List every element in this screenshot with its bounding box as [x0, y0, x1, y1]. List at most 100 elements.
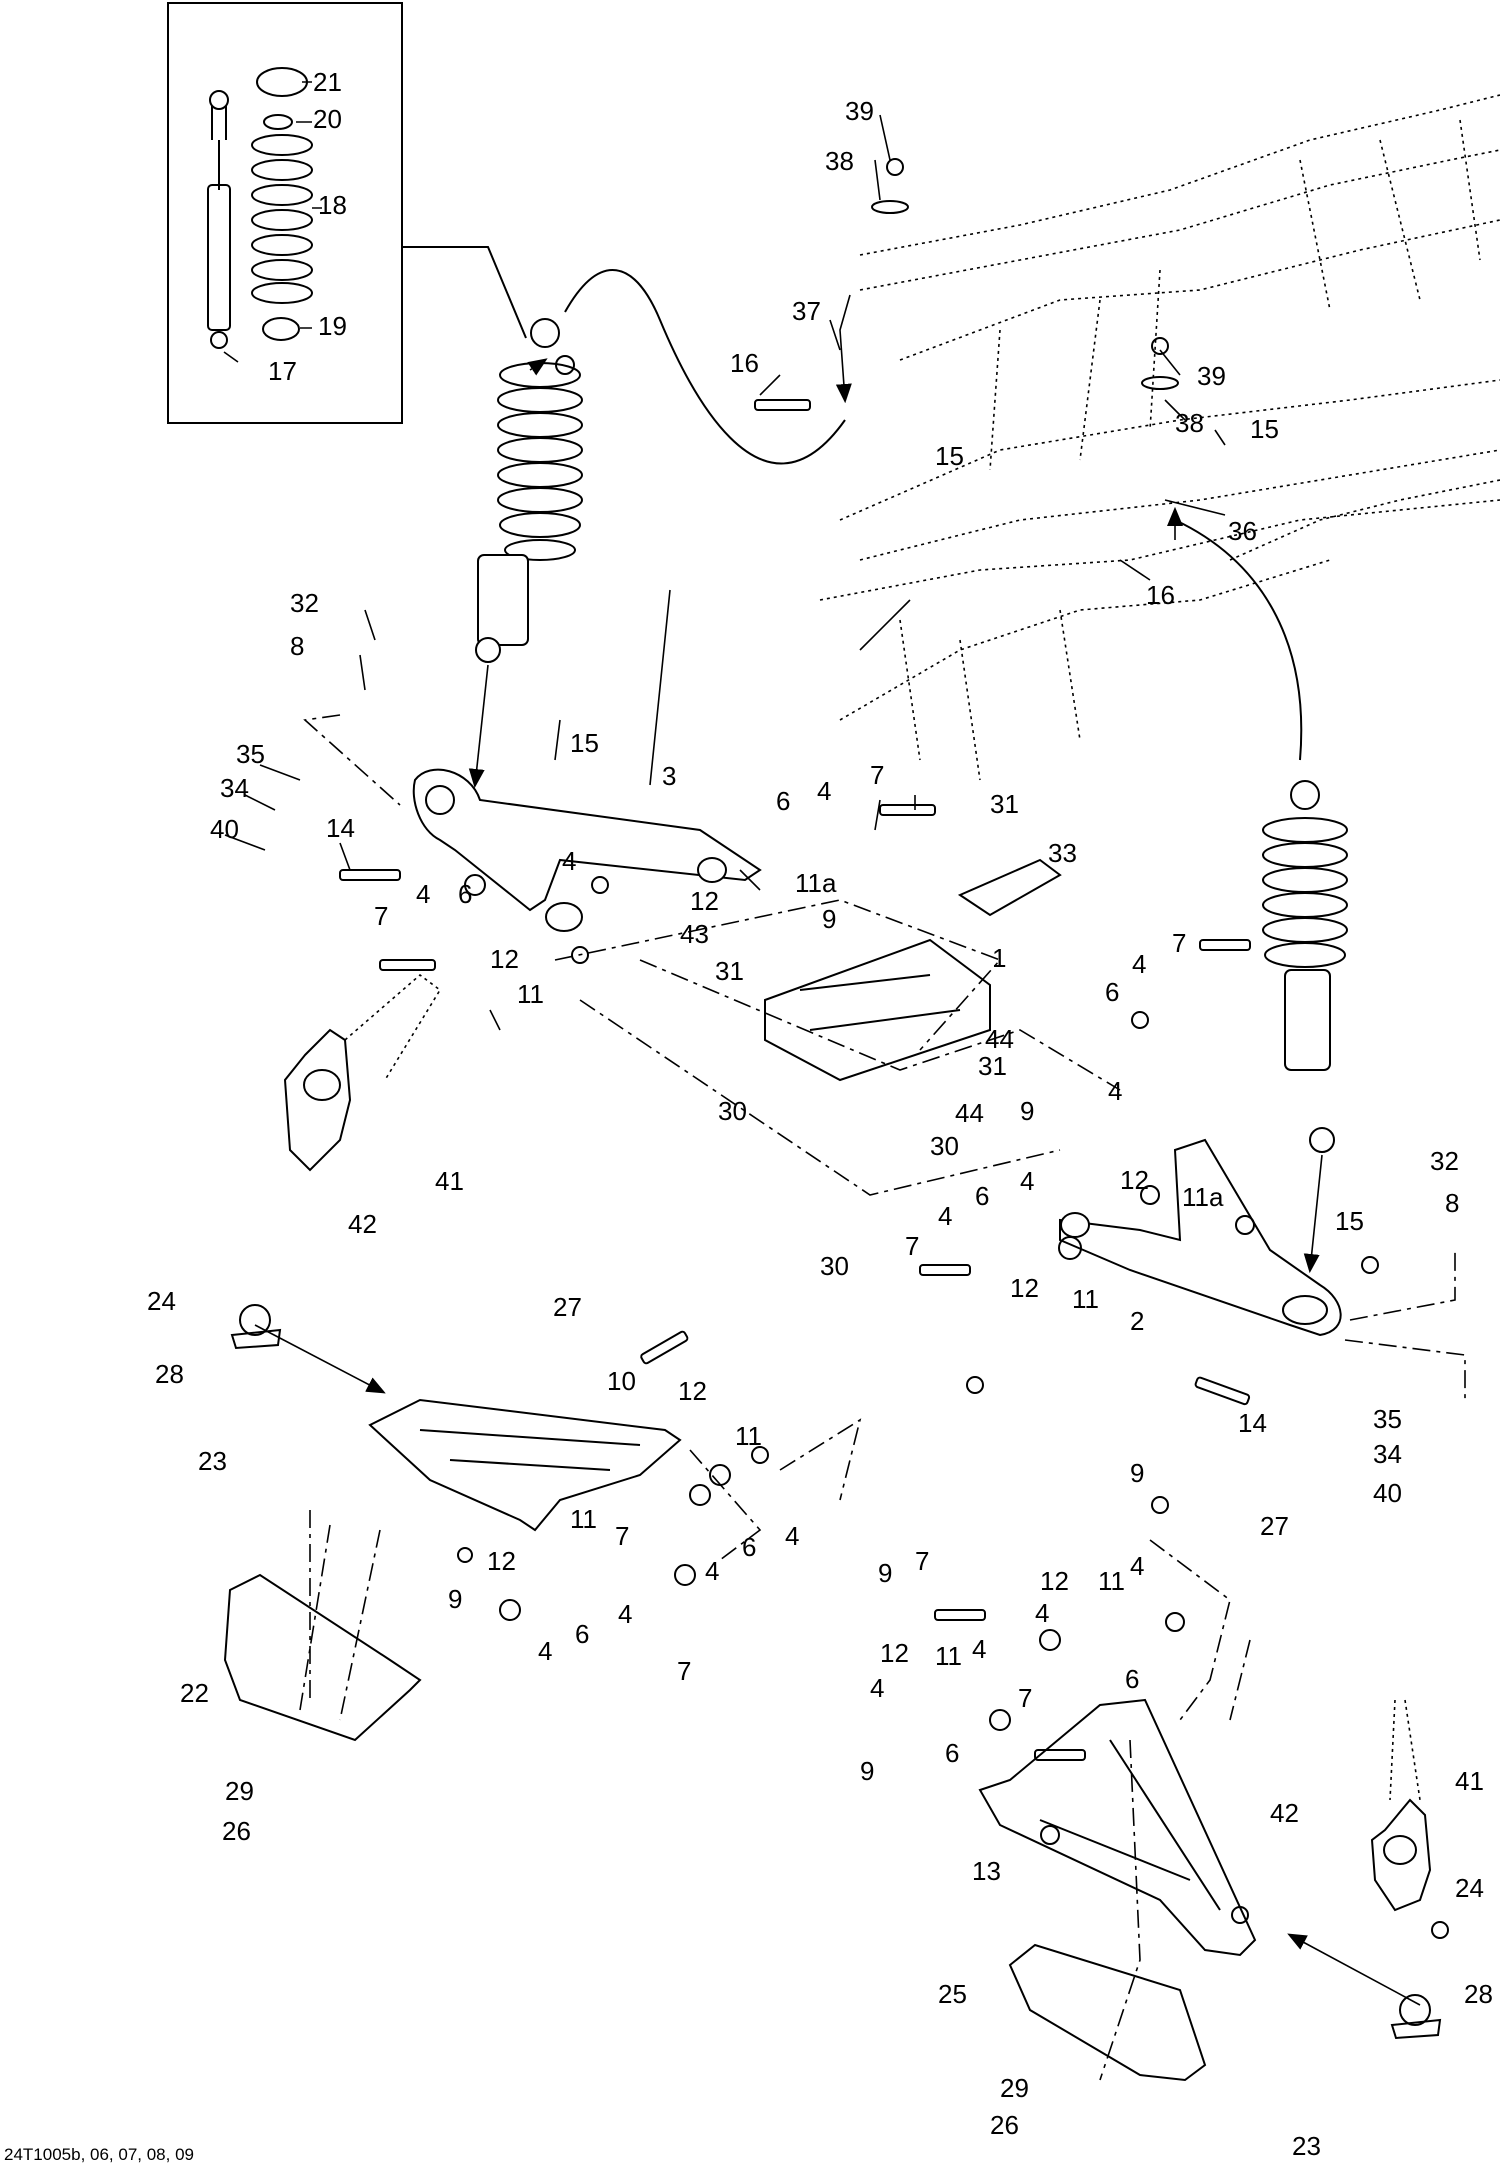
callout-7b: 7 — [374, 901, 388, 931]
callout-39a: 39 — [845, 96, 874, 126]
assembly-lines — [299, 714, 1466, 2081]
callout-6b: 6 — [458, 879, 472, 909]
callout-3: 3 — [662, 761, 676, 791]
callout-11a-right: 11a — [1182, 1182, 1224, 1212]
callout-14b: 14 — [1238, 1408, 1267, 1438]
callout-17: 17 — [268, 356, 297, 386]
callout-32a: 32 — [290, 588, 319, 618]
callout-26a: 26 — [222, 1816, 251, 1846]
callout-11b: 11 — [1072, 1284, 1099, 1314]
callout-20: 20 — [313, 104, 342, 134]
callout-18: 18 — [318, 190, 347, 220]
callout-10: 10 — [607, 1366, 636, 1396]
callout-4m: 4 — [1035, 1598, 1049, 1628]
callout-40a: 40 — [210, 814, 239, 844]
ball-joint-right — [1390, 1994, 1442, 2040]
callout-35b: 35 — [1373, 1404, 1402, 1434]
callout-6d: 6 — [975, 1181, 989, 1211]
callout-4d: 4 — [1132, 949, 1146, 979]
callout-38a: 38 — [825, 146, 854, 176]
callout-6c: 6 — [1105, 977, 1119, 1007]
callout-44a: 44 — [985, 1024, 1014, 1054]
callout-23b: 23 — [1292, 2131, 1321, 2161]
callout-42a: 42 — [348, 1209, 377, 1239]
callout-12h: 12 — [880, 1638, 909, 1668]
callout-1: 1 — [992, 943, 1006, 973]
callout-labels: 21 20 18 19 17 39 38 37 16 15 39 38 15 3… — [147, 67, 1493, 2161]
callout-32b: 32 — [1430, 1146, 1459, 1176]
callout-39b: 39 — [1197, 361, 1226, 391]
callout-4b: 4 — [562, 846, 576, 876]
callout-40b: 40 — [1373, 1478, 1402, 1508]
callout-7h: 7 — [1018, 1683, 1032, 1713]
callout-12b: 12 — [490, 944, 519, 974]
callout-7a: 7 — [870, 760, 884, 790]
callout-12a: 12 — [690, 886, 719, 916]
callout-37: 37 — [792, 296, 821, 326]
callout-6e: 6 — [742, 1532, 756, 1562]
callout-24b: 24 — [1455, 1873, 1484, 1903]
callout-14a: 14 — [326, 813, 355, 843]
callout-11f: 11 — [935, 1641, 962, 1671]
callout-8a: 8 — [290, 631, 304, 661]
callout-9d: 9 — [878, 1558, 892, 1588]
callout-28a: 28 — [155, 1359, 184, 1389]
callout-15d: 15 — [1335, 1206, 1364, 1236]
callout-43: 43 — [680, 919, 709, 949]
callout-7d: 7 — [905, 1231, 919, 1261]
callout-12c: 12 — [1120, 1165, 1149, 1195]
callout-13: 13 — [972, 1856, 1001, 1886]
callout-4e: 4 — [1108, 1076, 1122, 1106]
skid-plate-left — [223, 1573, 422, 1742]
callout-4a: 4 — [817, 776, 831, 806]
callout-27b: 27 — [1260, 1511, 1289, 1541]
callout-30a: 30 — [718, 1096, 747, 1126]
callout-4k: 4 — [538, 1636, 552, 1666]
vehicle-frame — [819, 94, 1500, 781]
callout-31b: 31 — [715, 956, 744, 986]
callout-9f: 9 — [860, 1756, 874, 1786]
lower-a-arm-left — [368, 1398, 682, 1532]
callout-4c: 4 — [416, 879, 430, 909]
shock-absorber-right — [1262, 780, 1348, 1153]
callout-8b: 8 — [1445, 1188, 1459, 1218]
callout-25: 25 — [938, 1979, 967, 2009]
callout-29b: 29 — [1000, 2073, 1029, 2103]
callout-12f: 12 — [487, 1546, 516, 1576]
callout-41b: 41 — [1455, 1766, 1484, 1796]
callout-26b: 26 — [990, 2110, 1019, 2140]
shock-detail-inset — [167, 2, 403, 424]
callout-16a: 16 — [730, 348, 759, 378]
upper-a-arm-left — [412, 768, 762, 932]
callout-28b: 28 — [1464, 1979, 1493, 2009]
callout-12g: 12 — [1040, 1566, 1069, 1596]
center-support-bracket — [764, 858, 1062, 1082]
callout-41a: 41 — [435, 1166, 464, 1196]
callout-4j: 4 — [618, 1599, 632, 1629]
callout-6f: 6 — [575, 1619, 589, 1649]
skid-plate-right — [1008, 1943, 1207, 2082]
callout-7g: 7 — [915, 1546, 929, 1576]
callout-36: 36 — [1228, 516, 1257, 546]
drawing-reference: 24T1005b, 06, 07, 08, 09 — [4, 2145, 194, 2164]
callout-9a: 9 — [822, 904, 836, 934]
callout-7e: 7 — [615, 1521, 629, 1551]
lower-a-arm-right — [978, 1698, 1257, 1957]
callout-42b: 42 — [1270, 1798, 1299, 1828]
ball-joint-left — [230, 1304, 282, 1350]
callout-6g: 6 — [1125, 1664, 1139, 1694]
callout-4n: 4 — [972, 1634, 986, 1664]
callout-30b: 30 — [930, 1131, 959, 1161]
callout-31a: 31 — [990, 789, 1019, 819]
hardware — [339, 158, 1449, 1939]
callout-4l: 4 — [1130, 1551, 1144, 1581]
callout-15b: 15 — [1250, 414, 1279, 444]
callout-4f: 4 — [1020, 1166, 1034, 1196]
callout-15c: 15 — [570, 728, 599, 758]
steering-knuckle-right — [1370, 1699, 1432, 1912]
upper-a-arm-right — [1059, 1138, 1342, 1337]
callout-33: 33 — [1048, 838, 1077, 868]
shock-absorber-left — [475, 318, 583, 663]
callout-4o: 4 — [870, 1673, 884, 1703]
callout-27a: 27 — [553, 1292, 582, 1322]
